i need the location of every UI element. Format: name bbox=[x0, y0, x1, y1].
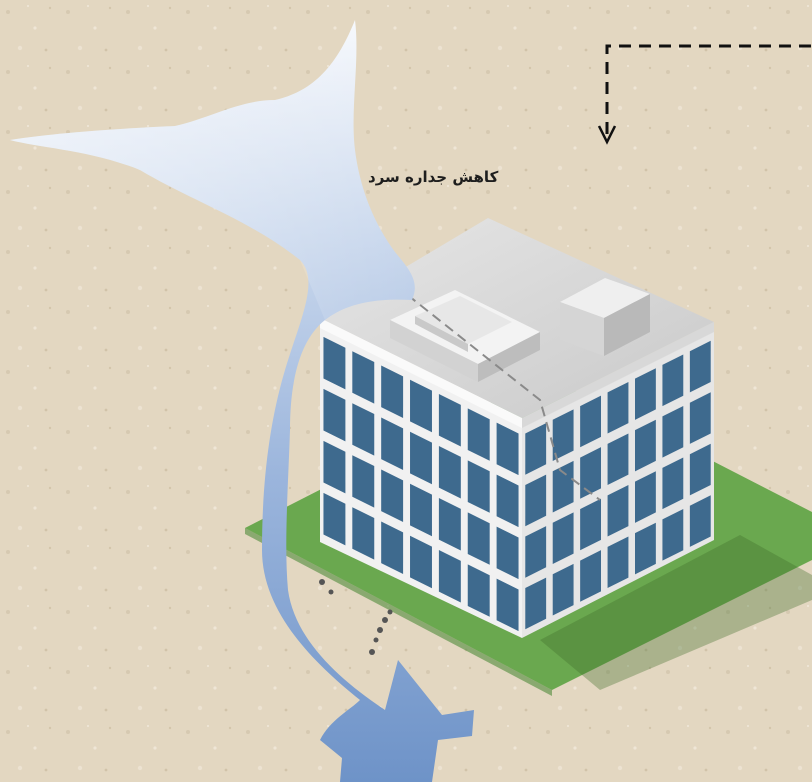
window bbox=[352, 351, 375, 404]
window bbox=[438, 394, 461, 447]
cold-wall-reduction-label: کاهش جداره سرد bbox=[368, 168, 499, 186]
window bbox=[438, 446, 461, 499]
window bbox=[410, 483, 432, 537]
window bbox=[496, 578, 519, 632]
window bbox=[689, 495, 711, 547]
window bbox=[381, 521, 404, 574]
window bbox=[552, 409, 574, 461]
window bbox=[607, 484, 629, 537]
building-shadow bbox=[540, 535, 812, 690]
window bbox=[525, 474, 547, 527]
window bbox=[689, 443, 711, 496]
window bbox=[662, 457, 684, 510]
window bbox=[552, 460, 574, 513]
window bbox=[607, 381, 629, 434]
window bbox=[689, 340, 711, 393]
window bbox=[635, 419, 656, 472]
window bbox=[525, 526, 547, 578]
window bbox=[607, 433, 629, 486]
office-building-icon bbox=[320, 218, 714, 638]
window bbox=[580, 395, 601, 448]
window bbox=[467, 460, 490, 513]
window bbox=[635, 368, 656, 420]
window bbox=[580, 550, 601, 602]
window bbox=[552, 512, 574, 564]
window bbox=[438, 550, 461, 603]
window bbox=[525, 577, 547, 630]
window bbox=[410, 535, 432, 589]
window bbox=[525, 423, 547, 475]
window bbox=[689, 392, 711, 444]
window bbox=[381, 417, 404, 470]
rooftop-unit-left bbox=[390, 290, 540, 382]
window bbox=[496, 422, 519, 476]
window bbox=[496, 474, 519, 528]
window bbox=[381, 469, 404, 522]
cold-air-flow-arrow-icon bbox=[10, 20, 474, 782]
window bbox=[662, 354, 684, 407]
window bbox=[323, 388, 346, 442]
window bbox=[352, 507, 375, 560]
window bbox=[352, 455, 375, 508]
window bbox=[323, 336, 346, 390]
rooftop-unit-right bbox=[560, 278, 650, 356]
window bbox=[496, 526, 519, 580]
window bbox=[607, 536, 629, 589]
dotted-trail bbox=[319, 579, 393, 655]
window bbox=[662, 509, 684, 561]
window bbox=[352, 403, 375, 456]
window bbox=[662, 406, 684, 458]
window bbox=[323, 440, 346, 494]
window bbox=[467, 564, 490, 617]
window bbox=[410, 431, 432, 485]
window bbox=[410, 379, 432, 433]
window bbox=[467, 512, 490, 565]
dashed-path-arrow-icon bbox=[597, 44, 812, 145]
window bbox=[323, 492, 346, 546]
window bbox=[552, 563, 574, 616]
window bbox=[381, 365, 404, 418]
window bbox=[635, 471, 656, 523]
window bbox=[467, 408, 490, 461]
window bbox=[580, 498, 601, 551]
window bbox=[438, 498, 461, 551]
window bbox=[635, 522, 656, 575]
window bbox=[580, 447, 601, 499]
